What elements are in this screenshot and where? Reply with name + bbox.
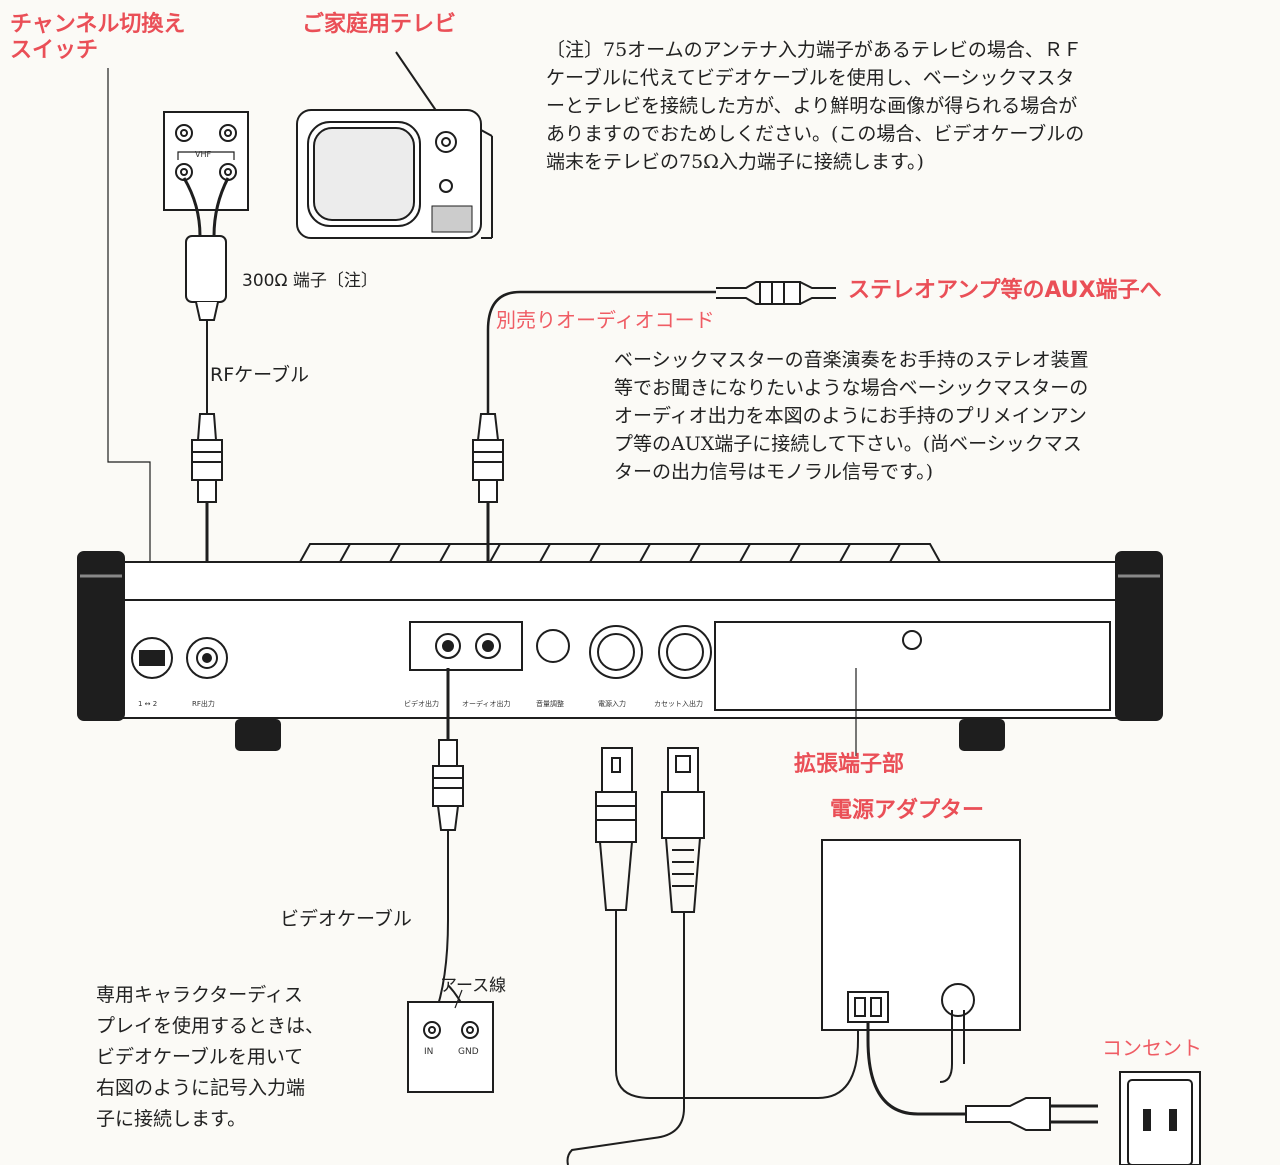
outlet-label: コンセント — [1102, 1036, 1202, 1060]
expansion-port-label: 拡張端子部 — [794, 752, 905, 777]
channel-switch-label: チャンネル切換え スイッチ — [10, 12, 186, 63]
display-desc-line: 専用キャラクターディス — [96, 984, 303, 1006]
in-label: IN — [424, 1047, 434, 1057]
cassette-cable — [566, 747, 705, 1165]
ground-wire-label: アース線 — [440, 976, 507, 996]
note-line: ありますのでおためしください。(この場合、ビデオケーブルの — [546, 123, 1085, 145]
power-adapter-label: 電源アダプター — [830, 798, 985, 823]
display-desc-line: ビデオケーブルを用いて — [96, 1046, 304, 1068]
volume-label: 音量調整 — [536, 700, 564, 708]
audio-desc-line: オーディオ出力を本図のようにお手持のプリメインアン — [614, 405, 1087, 427]
audio-cord-label: 別売りオーディオコード — [496, 308, 715, 332]
stereo-aux-label: ステレオアンプ等のAUX端子へ — [848, 278, 1162, 303]
rf-cable-label: RFケーブル — [210, 364, 309, 386]
tv-set — [296, 51, 493, 239]
antenna-terminal-plate — [163, 111, 249, 237]
note-line: 端末をテレビの75Ω入力端子に接続します。) — [546, 151, 924, 173]
power-in-label: 電源入力 — [598, 700, 626, 708]
power-adapter — [821, 839, 1201, 1165]
rf-cable — [185, 235, 227, 628]
display-desc-line: 子に接続します。 — [96, 1108, 247, 1130]
note-line: ーとテレビを接続した方が、より鮮明な画像が得られる場合が — [546, 95, 1078, 117]
rf-out-label: RF出力 — [192, 700, 215, 708]
video-cable — [407, 668, 494, 1093]
audio-out-label: オーディオ出力 — [462, 700, 511, 708]
switch-label: 1 ↔ 2 — [138, 700, 158, 708]
cassette-in-label: カセット入出力 — [654, 700, 703, 708]
ohm-300-terminal-label: 300Ω 端子〔注〕 — [242, 271, 378, 291]
audio-desc-line: ベーシックマスターの音楽演奏をお手持のステレオ装置 — [614, 349, 1089, 371]
audio-desc-line: プ等のAUX端子に接続して下さい。(尚ベーシックマス — [614, 433, 1082, 455]
computer-body — [77, 543, 1163, 751]
vhf-label: VHF — [195, 150, 212, 159]
audio-description: ベーシックマスターの音楽演奏をお手持のステレオ装置 等でお聞きになりたいような場… — [614, 346, 1089, 486]
display-description: 専用キャラクターディス プレイを使用するときは、 ビデオケーブルを用いて 右図の… — [96, 980, 324, 1135]
note-line: ケーブルに代えてビデオケーブルを使用し、ベーシックマスタ — [546, 67, 1075, 89]
note-line: 〔注〕75オームのアンテナ入力端子があるテレビの場合、ＲＦ — [546, 39, 1082, 61]
display-desc-line: プレイを使用するときは、 — [96, 1015, 325, 1037]
note-paragraph: 〔注〕75オームのアンテナ入力端子があるテレビの場合、ＲＦ ケーブルに代えてビデ… — [546, 36, 1084, 176]
gnd-label: GND — [458, 1047, 479, 1057]
video-cable-label: ビデオケーブル — [280, 908, 412, 930]
audio-desc-line: 等でお聞きになりたいような場合ベーシックマスターの — [614, 377, 1089, 399]
home-tv-label: ご家庭用テレビ — [302, 12, 457, 37]
power-cable — [595, 747, 859, 1099]
video-out-label: ビデオ出力 — [404, 700, 439, 708]
audio-desc-line: ターの出力信号はモノラル信号です。) — [614, 461, 934, 483]
display-desc-line: 右図のように記号入力端 — [96, 1077, 306, 1099]
channel-switch-leader — [107, 68, 151, 640]
